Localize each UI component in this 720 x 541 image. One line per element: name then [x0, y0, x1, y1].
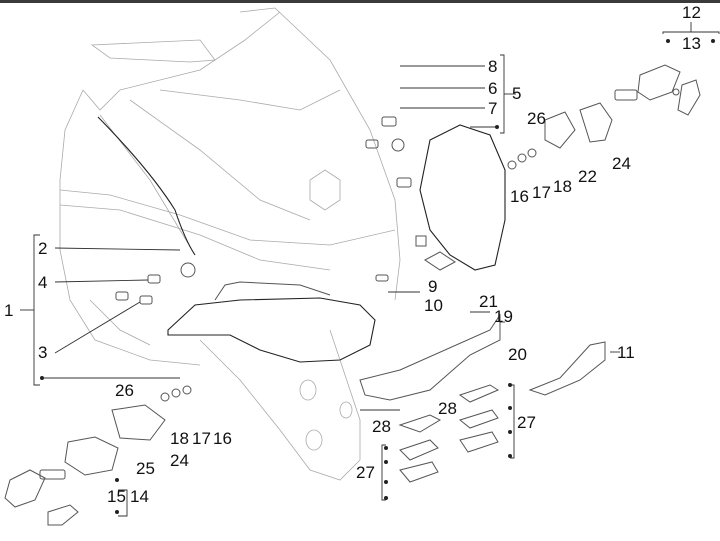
- callout-20: 20: [508, 345, 527, 364]
- callout-1: 1: [4, 301, 14, 320]
- callout-27b: 27: [356, 463, 375, 482]
- bulb-3: [139, 295, 153, 305]
- callout-13: 13: [682, 34, 701, 53]
- callout-6: 6: [488, 79, 498, 98]
- callout-2: 2: [38, 239, 48, 258]
- callout-28b: 28: [372, 417, 391, 436]
- bulb-7: [396, 177, 412, 188]
- callout-17a: 17: [192, 429, 211, 448]
- bulb-4b: [115, 291, 129, 301]
- turn-signal-left: [4, 385, 192, 526]
- leader-lines: [20, 22, 720, 517]
- callout-26b: 26: [527, 109, 546, 128]
- scooter-body-outline: [59, 7, 401, 481]
- callout-11: 11: [617, 343, 635, 362]
- lamp-assembly-left: [115, 262, 376, 363]
- clip-9: [415, 235, 427, 247]
- plate-light-assembly: [359, 313, 606, 483]
- callout-3: 3: [38, 343, 48, 362]
- callout-5: 5: [512, 84, 522, 103]
- callout-24a: 24: [612, 154, 631, 173]
- bulb-8: [381, 116, 397, 127]
- bulb-2: [180, 262, 196, 278]
- callout-25: 25: [136, 459, 155, 478]
- callout-12: 12: [682, 3, 701, 22]
- screw-10: [375, 274, 389, 282]
- top-border: [0, 0, 720, 3]
- callout-9: 9: [428, 277, 438, 296]
- callout-26a: 26: [115, 381, 134, 400]
- bulb-6b: [365, 139, 379, 149]
- callout-27a: 27: [517, 413, 536, 432]
- callout-8: 8: [488, 57, 498, 76]
- callout-19: 19: [494, 307, 513, 326]
- callout-4: 4: [38, 273, 48, 292]
- bulb-6: [391, 138, 405, 152]
- callout-21: 21: [479, 292, 498, 311]
- callout-28a: 28: [438, 399, 457, 418]
- callout-16a: 16: [213, 429, 232, 448]
- callout-16b: 16: [510, 187, 529, 206]
- callout-14: 14: [130, 487, 149, 506]
- lamp-assembly-right: [365, 116, 506, 282]
- callout-7: 7: [488, 99, 498, 118]
- callout-22: 22: [578, 167, 597, 186]
- callout-15: 15: [107, 487, 126, 506]
- callout-18a: 18: [170, 429, 189, 448]
- turn-signal-right: [507, 64, 701, 170]
- callout-18b: 18: [553, 177, 572, 196]
- bulb-4: [147, 274, 161, 284]
- callout-17b: 17: [532, 183, 551, 202]
- callout-24b: 24: [170, 451, 189, 470]
- callout-10: 10: [424, 296, 443, 315]
